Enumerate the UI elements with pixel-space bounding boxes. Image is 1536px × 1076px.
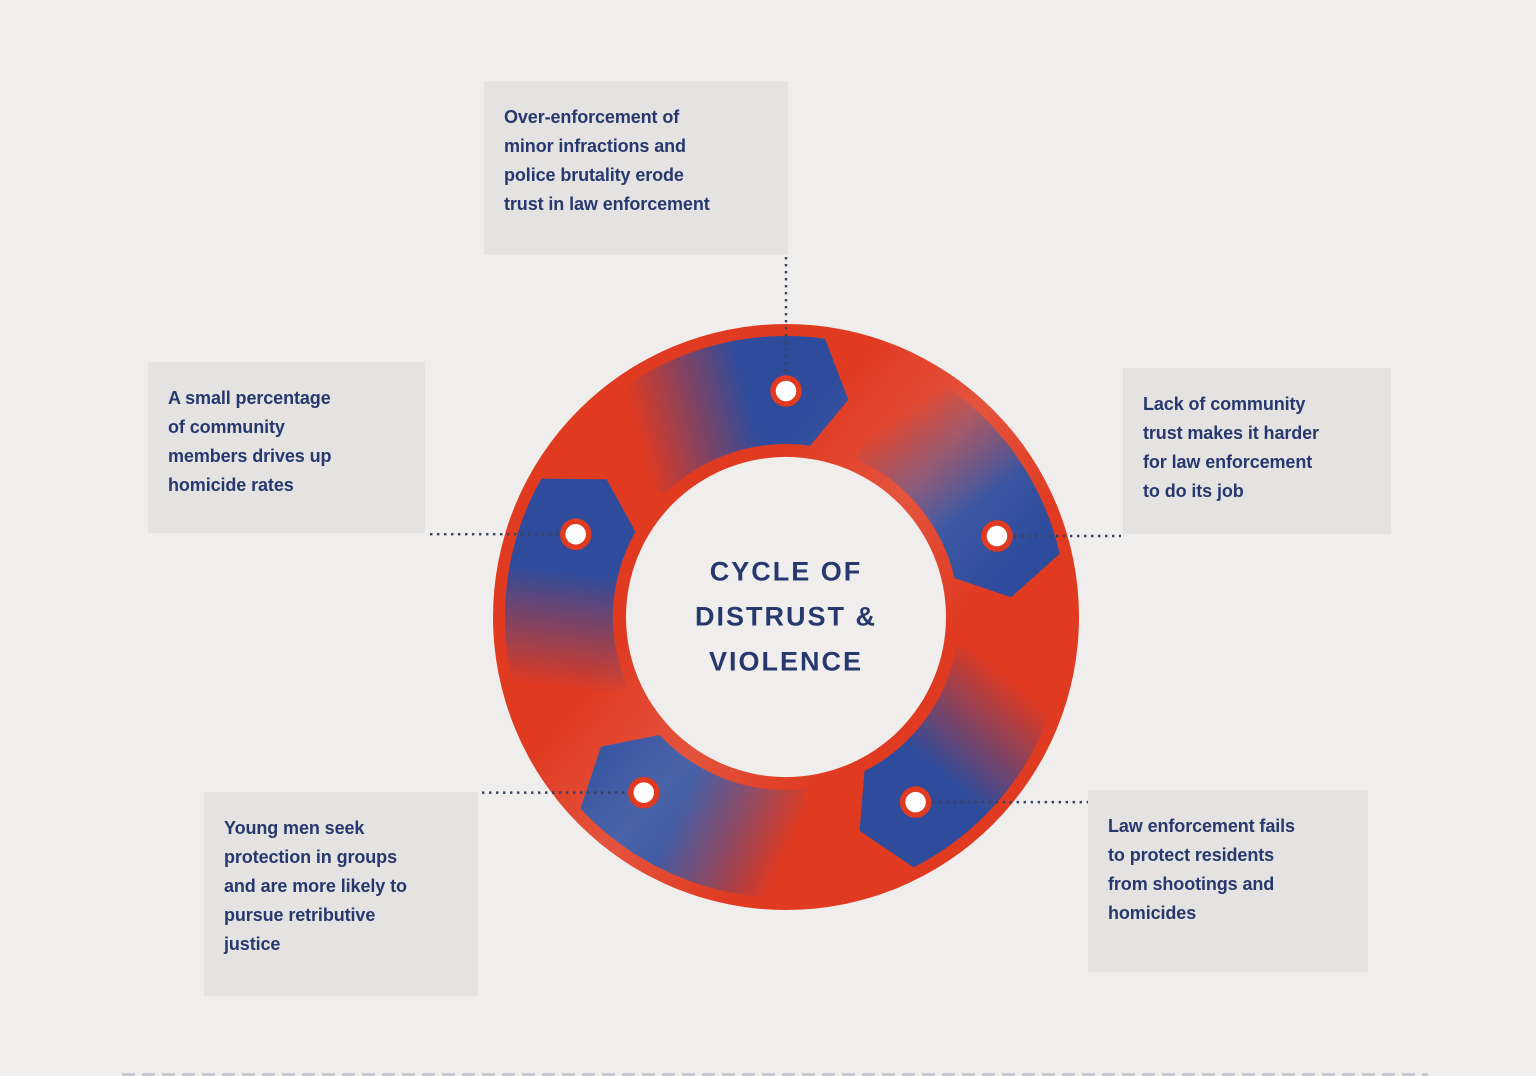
callout-lack-of-trust: Lack of community trust makes it harder … bbox=[1123, 368, 1391, 534]
callout-retributive-justice: Young men seek protection in groups and … bbox=[204, 792, 478, 996]
callout-failure-to-protect: Law enforcement fails to protect residen… bbox=[1088, 790, 1368, 972]
cycle-node-dot-retributive_justice bbox=[628, 776, 660, 809]
callout-small-percentage: A small percentage of community members … bbox=[148, 362, 425, 533]
callout-failure-to-protect-text: Law enforcement fails to protect residen… bbox=[1108, 816, 1295, 923]
callout-small-percentage-text: A small percentage of community members … bbox=[168, 388, 332, 495]
cycle-node-dot-lack_of_trust bbox=[981, 520, 1013, 552]
cycle-node-dot-small_percentage bbox=[559, 518, 592, 550]
cycle-node-dot-over_enforcement bbox=[770, 375, 802, 407]
callout-retributive-justice-text: Young men seek protection in groups and … bbox=[224, 818, 407, 954]
callout-over-enforcement-text: Over-enforcement of minor infractions an… bbox=[504, 107, 710, 214]
callout-over-enforcement: Over-enforcement of minor infractions an… bbox=[484, 81, 788, 255]
cycle-title: CYCLE OF DISTRUST & VIOLENCE bbox=[695, 556, 877, 677]
cycle-node-dot-failure_to_protect bbox=[899, 786, 932, 818]
callout-lack-of-trust-text: Lack of community trust makes it harder … bbox=[1143, 394, 1319, 501]
ring-sheen bbox=[493, 324, 1079, 910]
